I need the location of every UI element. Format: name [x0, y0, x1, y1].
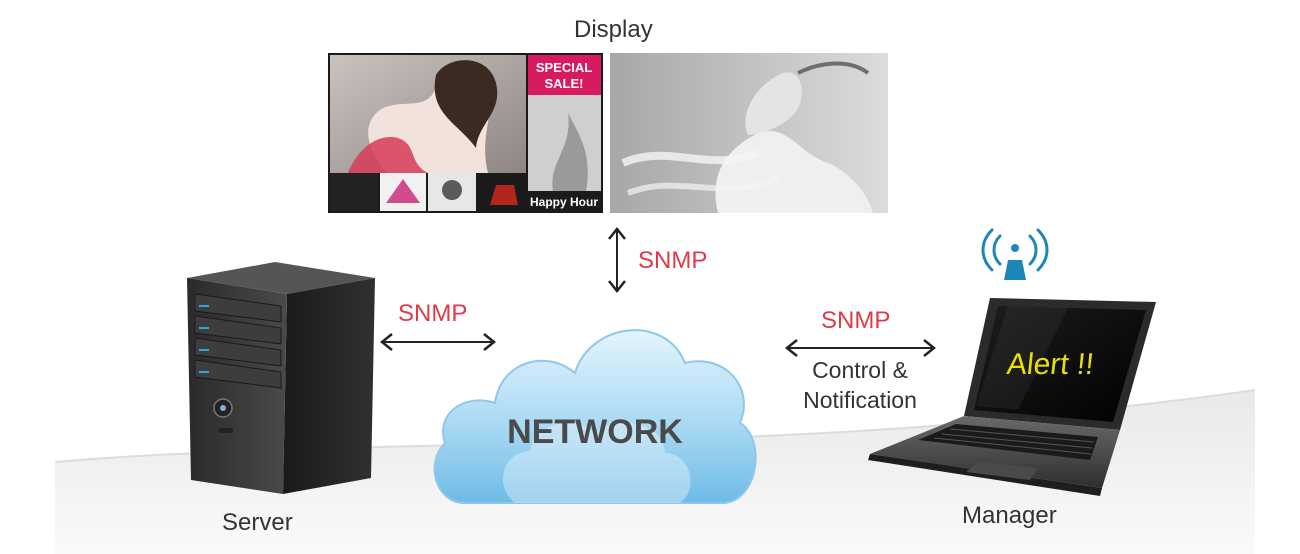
network-label: NETWORK [507, 413, 683, 451]
control-line: Control & [812, 357, 908, 383]
happy-hour-bar [528, 191, 601, 211]
manager-network-arrow [784, 339, 937, 357]
server-label: Server [222, 509, 293, 536]
network-cloud: NETWORK [433, 329, 757, 504]
display-network-arrow [608, 226, 626, 294]
display-screen-left: SPECIAL SALE! Happy Hour [328, 53, 603, 213]
server-network-arrow [379, 333, 497, 351]
snmp-label-server: SNMP [398, 300, 468, 327]
display-screens: SPECIAL SALE! Happy Hour [328, 53, 888, 213]
sale-line-2: SALE! [545, 76, 584, 91]
alarm-siren-icon [981, 228, 1049, 280]
sale-badge [528, 55, 601, 95]
happy-hour-text: Happy Hour [530, 195, 598, 209]
snmp-label-manager: SNMP [821, 307, 891, 334]
alert-text: Alert !! [1005, 348, 1095, 381]
manager-laptop: Alert !! [868, 298, 1156, 496]
display-label: Display [574, 16, 653, 43]
notification-line: Notification [803, 387, 917, 413]
display-screen-right [610, 53, 888, 213]
server-tower [187, 262, 375, 494]
sale-line-1: SPECIAL [536, 60, 592, 75]
manager-label: Manager [962, 502, 1057, 529]
control-notification-text: Control & Notification [785, 355, 935, 415]
snmp-label-display: SNMP [638, 247, 708, 274]
